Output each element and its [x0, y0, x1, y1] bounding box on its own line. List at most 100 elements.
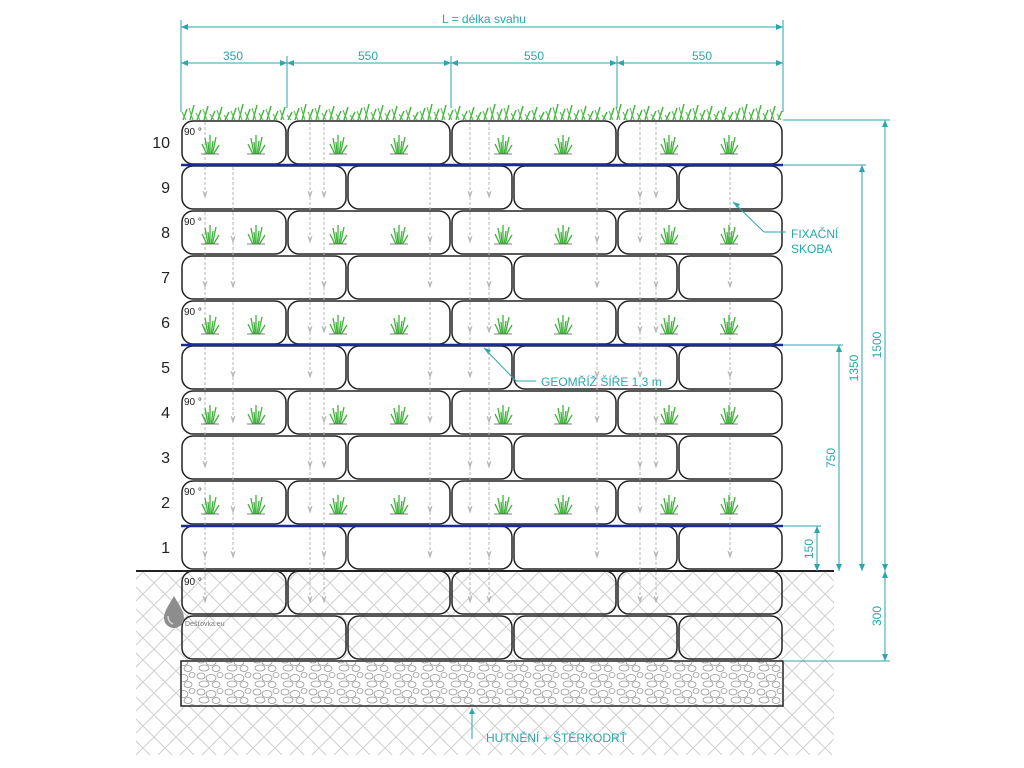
- top-grass-blade: [434, 108, 440, 121]
- top-grass-blade: [336, 110, 342, 121]
- grass-blade: [554, 143, 561, 155]
- soil-bag: [451, 300, 617, 345]
- grass-blade: [723, 497, 728, 515]
- top-grass-blade: [503, 107, 509, 121]
- top-grass-blade: [412, 114, 418, 121]
- grass-blade: [563, 140, 567, 155]
- grass-blade: [393, 407, 398, 425]
- grass-blade: [670, 406, 676, 425]
- top-grass-blade: [748, 111, 754, 121]
- grass-blade: [726, 321, 729, 335]
- top-grass-blade: [608, 110, 614, 121]
- gravel-texture: [182, 662, 782, 705]
- grass-blade: [402, 414, 409, 425]
- top-grass-blade: [616, 103, 622, 121]
- grass-blade: [729, 140, 733, 155]
- grass-blade: [250, 227, 255, 245]
- grass-blade: [494, 413, 501, 425]
- stake-tip: [637, 505, 643, 514]
- soil-bag: [617, 480, 783, 525]
- grass-blade: [211, 496, 217, 515]
- segment-label-3: 550: [524, 49, 544, 63]
- top-grass-blade: [237, 106, 243, 121]
- top-grass-blade: [651, 110, 657, 121]
- grass-blade: [669, 410, 673, 425]
- grass-blade: [504, 226, 510, 245]
- top-grass-blade: [546, 107, 552, 121]
- geogrid-layer: [181, 163, 783, 528]
- grass-blade: [259, 234, 266, 245]
- grass-blade: [672, 234, 679, 245]
- top-grass-blade: [419, 110, 425, 121]
- grass-blade: [670, 316, 676, 335]
- grass-blade: [256, 140, 260, 155]
- grass-blade: [396, 321, 399, 335]
- angle-label-row-8: 90 °: [184, 217, 202, 228]
- stake-tip: [653, 595, 659, 604]
- grass-blade: [726, 141, 729, 155]
- grass-blade: [339, 316, 345, 335]
- grass-blade: [207, 141, 210, 155]
- top-grass-blade: [756, 104, 762, 121]
- segment-arrow: [287, 60, 294, 66]
- top-grass-blade: [251, 107, 257, 121]
- grass-blade: [669, 500, 673, 515]
- grass-blade: [204, 497, 209, 515]
- top-grass-blade: [490, 103, 496, 121]
- grass-blade: [250, 137, 255, 155]
- grass-blade: [672, 144, 679, 155]
- top-grass-blade: [699, 112, 705, 121]
- grass-blade: [720, 503, 727, 515]
- top-grass-blade: [510, 112, 516, 121]
- top-grass-blade: [587, 113, 593, 121]
- grass-blade: [247, 143, 254, 155]
- grass-blade: [730, 316, 736, 335]
- grass-blade: [332, 227, 337, 245]
- grass-blade: [669, 320, 673, 335]
- soil-bag: [287, 480, 451, 525]
- stake-tip: [202, 595, 208, 604]
- grass-blade: [210, 410, 214, 425]
- grass-blade: [554, 323, 561, 335]
- top-grass-blade: [223, 114, 229, 121]
- soil-bag: [287, 300, 451, 345]
- grass-blade: [500, 501, 503, 515]
- top-grass-blade: [321, 112, 327, 121]
- grass-blade: [207, 231, 210, 245]
- grass-blade: [500, 141, 503, 155]
- top-grass-blade: [258, 112, 264, 121]
- row-number-10: 10: [152, 135, 170, 152]
- stake-tip: [307, 505, 313, 514]
- grass-blade: [257, 316, 263, 335]
- grass-blade: [557, 317, 562, 335]
- grass-blade: [730, 136, 736, 155]
- top-grass-blade: [279, 109, 285, 121]
- row-number-2: 2: [161, 495, 170, 512]
- grass-blade: [396, 231, 399, 245]
- top-grass-blade: [777, 110, 783, 121]
- grass-blade: [563, 320, 567, 335]
- grass-blade: [503, 320, 507, 335]
- grass-blade: [503, 230, 507, 245]
- svg-text:1500: 1500: [870, 331, 884, 358]
- grass-blade: [557, 227, 562, 245]
- grass-blade: [335, 411, 338, 425]
- bags-layer: [181, 120, 783, 660]
- grass-blade: [341, 504, 348, 515]
- top-grass-blade: [609, 107, 615, 121]
- top-grass: [181, 103, 783, 121]
- stake-tip: [321, 595, 327, 604]
- grass-blade: [213, 234, 220, 245]
- top-grass-blade: [280, 106, 286, 121]
- grass-blade: [730, 226, 736, 245]
- stake-tip: [727, 550, 733, 559]
- grass-blade: [250, 497, 255, 515]
- grass-blade: [253, 411, 256, 425]
- grass-blade: [504, 406, 510, 425]
- grass-blade: [247, 503, 254, 515]
- grass-blade: [732, 324, 739, 335]
- top-grass-blade: [475, 114, 481, 121]
- top-grass-blade: [679, 103, 685, 121]
- grass-blade: [335, 141, 338, 155]
